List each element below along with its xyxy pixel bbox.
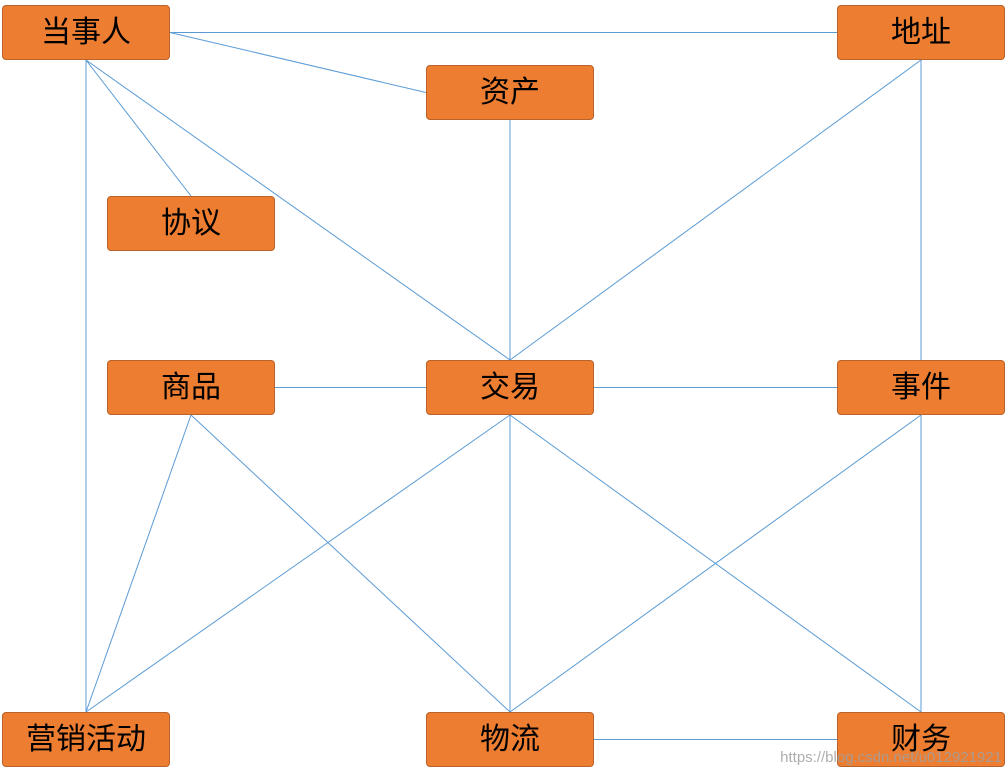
edge-party-asset <box>169 32 427 93</box>
edge-party-agreement <box>85 59 192 197</box>
edge-party-transaction <box>85 59 511 361</box>
edge-transaction-marketing <box>85 414 511 713</box>
node-marketing: 营销活动 <box>2 712 170 767</box>
node-event: 事件 <box>837 360 1005 415</box>
edge-product-logistics <box>190 414 511 713</box>
node-product-label: 商品 <box>161 369 221 405</box>
node-agreement-label: 协议 <box>161 205 221 241</box>
node-logistics-label: 物流 <box>480 721 540 757</box>
node-asset: 资产 <box>426 65 594 120</box>
edge-address-transaction <box>509 59 922 361</box>
node-transaction-label: 交易 <box>480 369 540 405</box>
node-logistics: 物流 <box>426 712 594 767</box>
edge-product-marketing <box>85 414 192 713</box>
node-party-label: 当事人 <box>41 14 131 50</box>
node-product: 商品 <box>107 360 275 415</box>
node-party: 当事人 <box>2 5 170 60</box>
node-marketing-label: 营销活动 <box>26 721 146 757</box>
watermark: https://blog.csdn.net/u012921921 <box>780 749 1002 766</box>
node-asset-label: 资产 <box>480 74 540 110</box>
edge-event-logistics <box>509 414 922 713</box>
node-event-label: 事件 <box>891 369 951 405</box>
node-finance-label: 财务 <box>891 721 951 757</box>
node-address-label: 地址 <box>891 14 951 50</box>
node-address: 地址 <box>837 5 1005 60</box>
node-transaction: 交易 <box>426 360 594 415</box>
node-finance: 财务 <box>837 712 1005 767</box>
node-agreement: 协议 <box>107 196 275 251</box>
